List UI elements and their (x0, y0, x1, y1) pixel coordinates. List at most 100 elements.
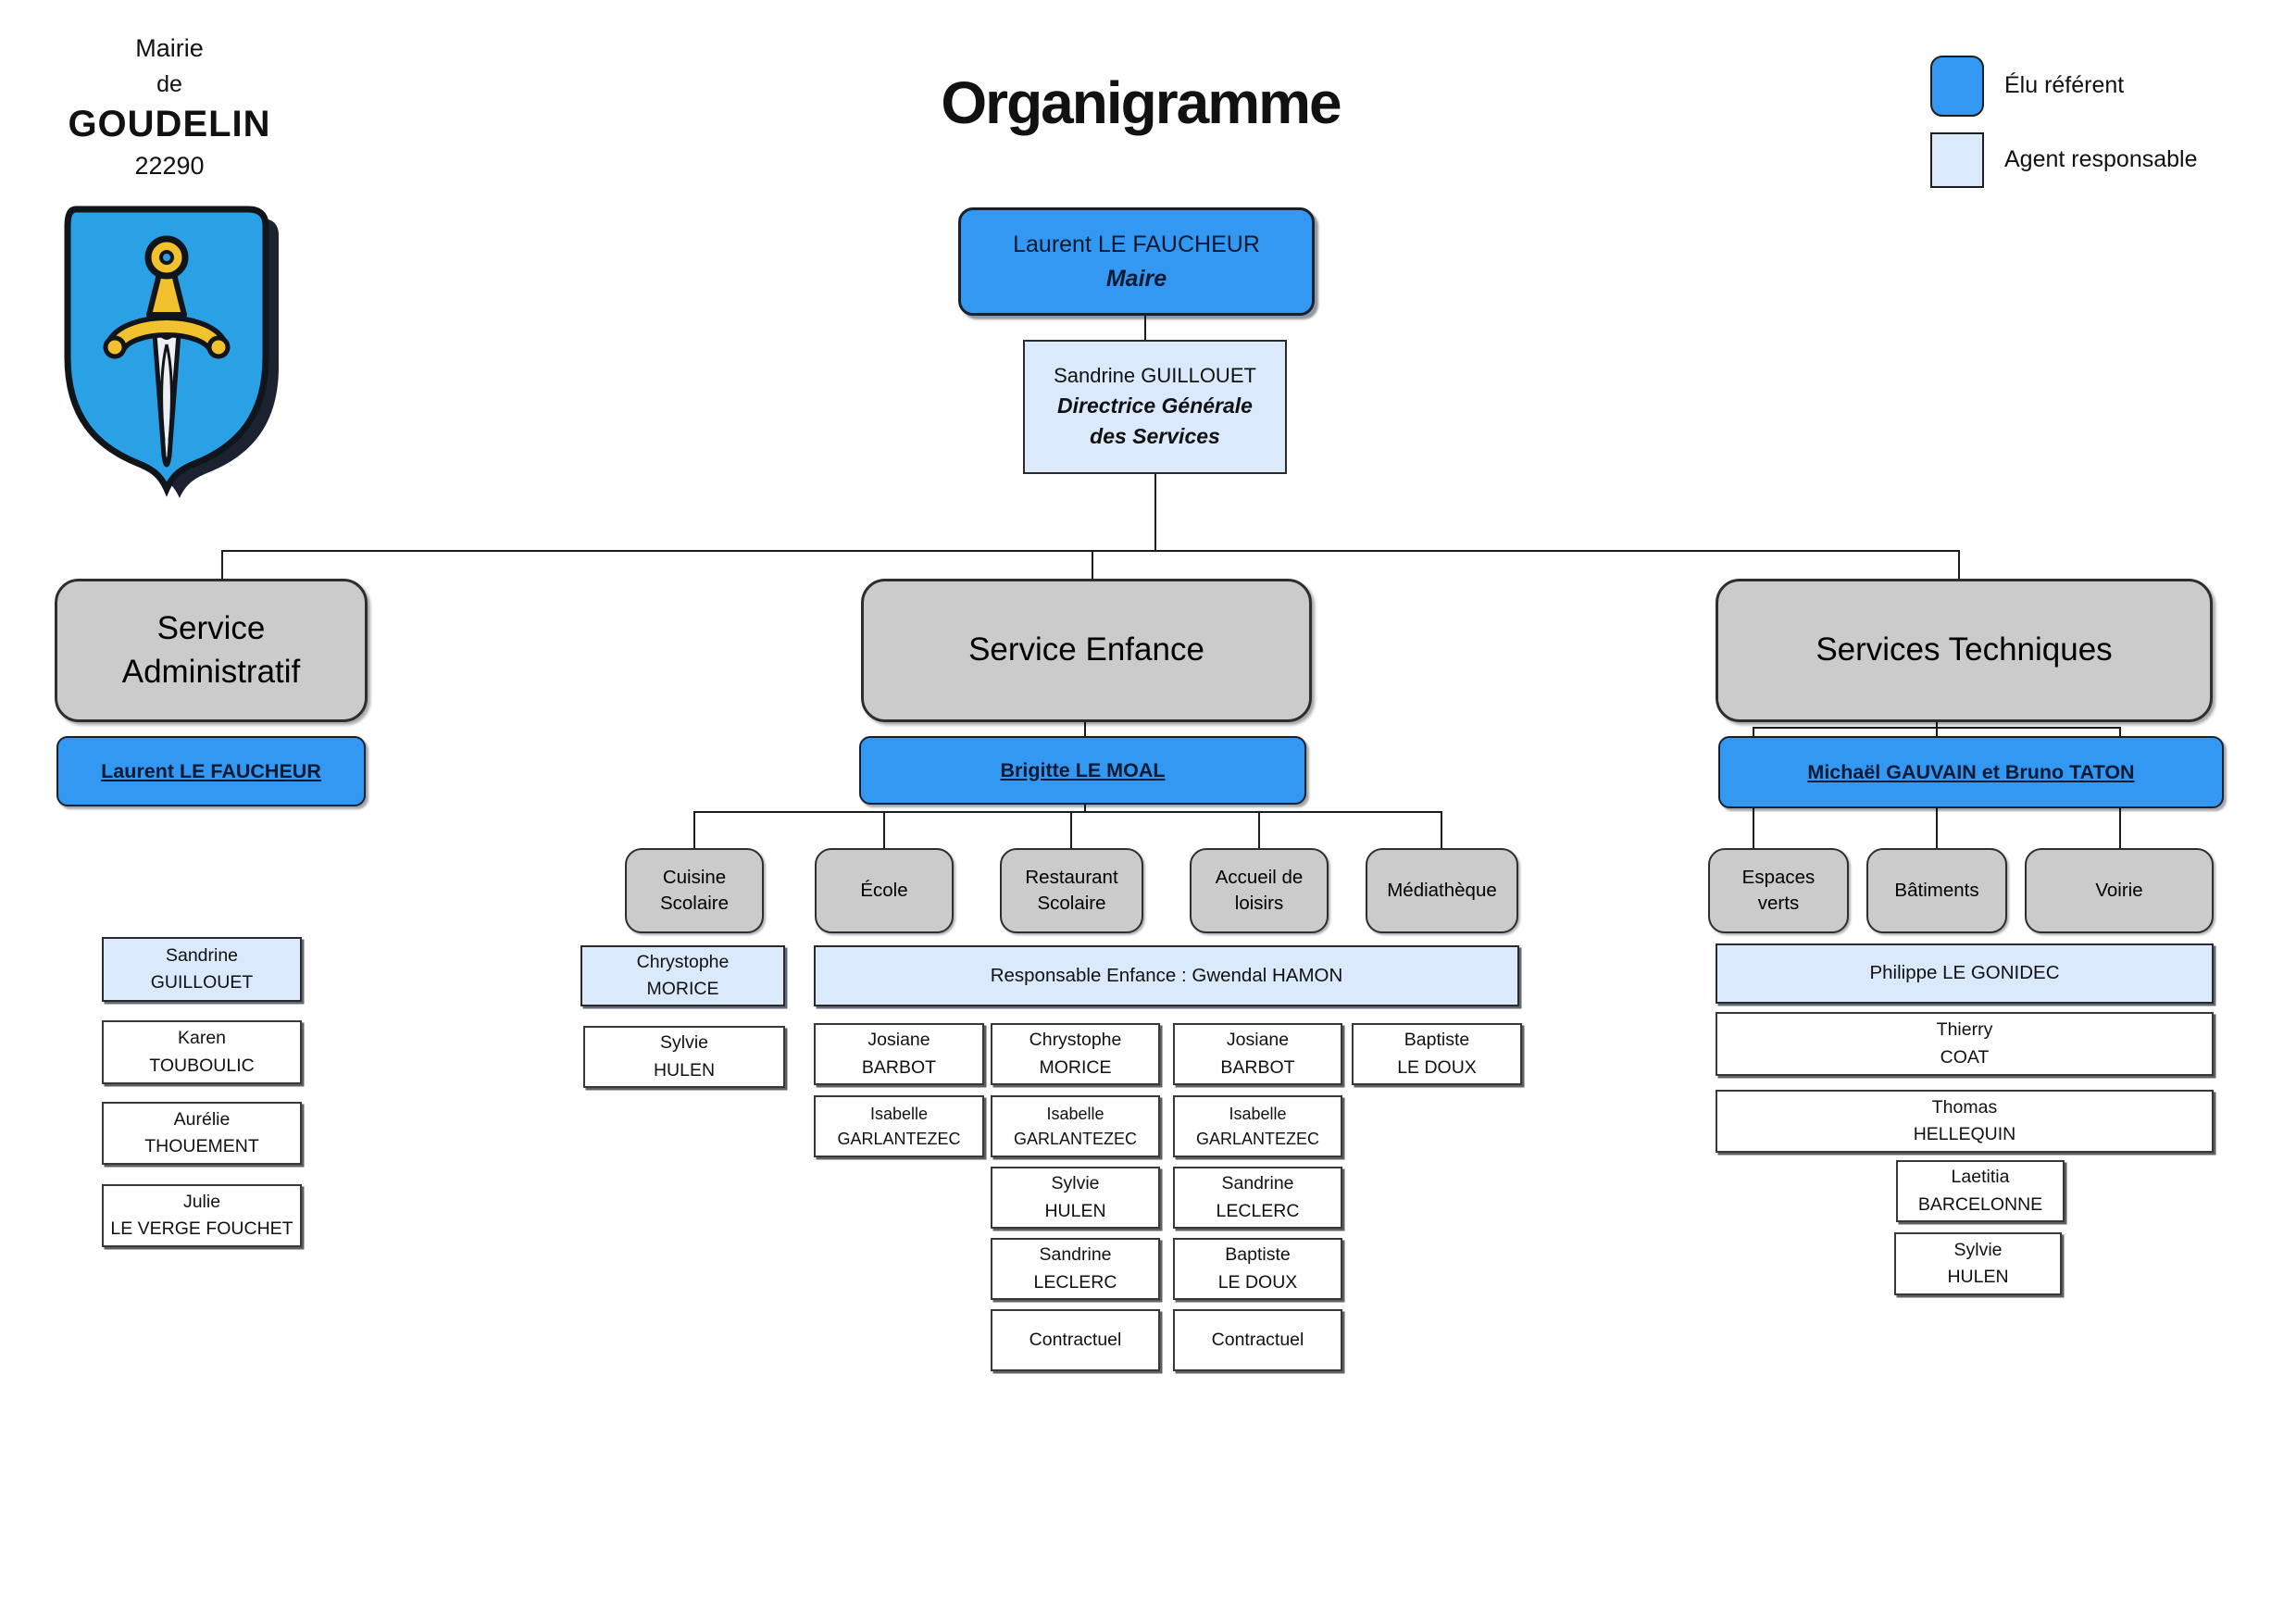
staff-first-name: Julie (182, 1191, 221, 1212)
staff-isabelle-garlantezec-accueil: Isabelle GARLANTEZEC (1173, 1095, 1342, 1157)
unit-espaces-verts: Espaces verts (1708, 848, 1849, 933)
responsable-enfance-label: Responsable Enfance : Gwendal HAMON (990, 964, 1343, 986)
staff-first-name: Laetitia (1951, 1167, 2010, 1188)
service-administratif-line1: Service (156, 610, 266, 647)
staff-chrystophe-morice-restaurant: Chrystophe MORICE (991, 1023, 1160, 1085)
staff-last-name: GARLANTEZEC (1013, 1129, 1138, 1148)
unit-batiments: Bâtiments (1866, 848, 2007, 933)
unit-line2: Scolaire (1037, 893, 1106, 914)
staff-label: Contractuel (1211, 1329, 1304, 1350)
staff-last-name: COAT (1940, 1046, 1990, 1068)
staff-laetitia-barcelonne: Laetitia BARCELONNE (1896, 1160, 2065, 1222)
staff-last-name: GUILLOUET (150, 972, 254, 993)
staff-last-name: LE VERGE FOUCHET (110, 1218, 293, 1239)
staff-last-name: GARLANTEZEC (1195, 1129, 1320, 1148)
connector-maire-dgs (1144, 316, 1146, 340)
goudelin-coat-of-arms-icon (64, 206, 279, 498)
staff-last-name: LECLERC (1216, 1200, 1300, 1221)
responsable-techniques-label: Philippe LE GONIDEC (1869, 962, 2060, 984)
unit-ecole: École (815, 848, 954, 933)
staff-last-name: LE DOUX (1397, 1056, 1477, 1078)
staff-first-name: Josiane (867, 1030, 930, 1051)
unit-mediatheque: Médiathèque (1366, 848, 1518, 933)
staff-last-name: LE DOUX (1217, 1271, 1298, 1293)
mairie-line1: Mairie (135, 34, 204, 62)
elu-techniques-box: Michaël GAUVAIN et Bruno TATON (1718, 736, 2224, 808)
unit-line2: Scolaire (659, 893, 730, 914)
maire-name: Laurent LE FAUCHEUR (1013, 231, 1260, 258)
elu-techniques-name: Michaël GAUVAIN et Bruno TATON (1807, 760, 2135, 783)
unit-line1: Cuisine (662, 866, 727, 888)
staff-first-name: Sylvie (659, 1032, 709, 1054)
staff-first-name: Baptiste (1225, 1244, 1291, 1266)
staff-first-name: Chrystophe (636, 951, 730, 972)
guard-curl-right (206, 335, 231, 359)
staff-last-name: HULEN (1947, 1267, 2009, 1287)
connector-drop-admin (221, 550, 223, 580)
mairie-name: GOUDELIN (68, 104, 271, 144)
staff-last-name: HELLEQUIN (1913, 1124, 2016, 1144)
connector-dgs-bus (1154, 473, 1156, 551)
connector-enfance-bus (693, 811, 1441, 813)
elu-administratif-name: Laurent LE FAUCHEUR (101, 759, 321, 782)
unit-line1: Voirie (2095, 879, 2143, 901)
connector-elu-bus2 (1084, 804, 1086, 812)
agent-responsable-enfance: Responsable Enfance : Gwendal HAMON (814, 945, 1519, 1006)
legend-agent-swatch (1930, 132, 1984, 188)
legend-agent-label: Agent responsable (2004, 146, 2198, 172)
unit-line1: Accueil de (1215, 866, 1304, 888)
staff-contractuel-restaurant: Contractuel (991, 1309, 1160, 1371)
staff-first-name: Sandrine (1221, 1173, 1294, 1194)
staff-first-name: Sandrine (165, 944, 239, 966)
elu-enfance-box: Brigitte LE MOAL (859, 736, 1306, 805)
connector-tech-bus (1753, 727, 2121, 729)
staff-thomas-hellequin: Thomas HELLEQUIN (1716, 1090, 2214, 1153)
unit-cuisine-scolaire: Cuisine Scolaire (625, 848, 764, 933)
staff-last-name: THOUEMENT (144, 1136, 259, 1156)
staff-last-name: TOUBOULIC (149, 1055, 255, 1076)
connector-drop-enfance (1092, 550, 1093, 580)
staff-first-name: Sandrine (1039, 1244, 1112, 1266)
dgs-role-line1: Directrice Générale (1057, 394, 1253, 418)
staff-first-name: Isabelle (1046, 1104, 1104, 1123)
mairie-line2: de (156, 71, 182, 97)
connector-main-bus (221, 550, 1960, 552)
dgs-name: Sandrine GUILLOUET (1054, 364, 1256, 388)
staff-karen-touboulic: Karen TOUBOULIC (102, 1020, 302, 1084)
unit-line1: Médiathèque (1387, 879, 1497, 901)
service-enfance-label: Service Enfance (968, 631, 1204, 668)
staff-sylvie-hulen-restaurant: Sylvie HULEN (991, 1167, 1160, 1229)
dgs-box: Sandrine GUILLOUET Directrice Générale d… (1023, 340, 1287, 474)
staff-josiane-barbot-accueil: Josiane BARBOT (1173, 1023, 1342, 1085)
staff-thierry-coat: Thierry COAT (1716, 1012, 2214, 1076)
mairie-postcode: 22290 (134, 152, 205, 180)
staff-last-name: HULEN (1044, 1200, 1106, 1221)
staff-last-name: BARBOT (1220, 1056, 1295, 1078)
unit-voirie: Voirie (2025, 848, 2214, 933)
unit-accueil-de-loisirs: Accueil de loisirs (1190, 848, 1329, 933)
staff-baptiste-le-doux-mediatheque: Baptiste LE DOUX (1352, 1023, 1522, 1085)
service-administratif-line2: Administratif (121, 653, 301, 690)
staff-first-name: Aurélie (173, 1108, 231, 1130)
unit-line1: École (860, 879, 908, 901)
staff-first-name: Chrystophe (1029, 1030, 1122, 1051)
unit-line2: verts (1757, 893, 1800, 914)
legend-elu-swatch (1930, 56, 1984, 117)
staff-first-name: Isabelle (1229, 1104, 1287, 1123)
staff-last-name: GARLANTEZEC (837, 1129, 961, 1148)
staff-first-name: Thomas (1931, 1096, 1998, 1118)
unit-line2: loisirs (1234, 893, 1284, 914)
sword-pommel-hole (159, 250, 174, 265)
staff-label: Contractuel (1029, 1329, 1122, 1350)
elu-administratif-box: Laurent LE FAUCHEUR (56, 736, 366, 806)
service-enfance-box: Service Enfance (861, 579, 1312, 722)
connector-drop-restaurant (1070, 811, 1072, 848)
staff-first-name: Sylvie (1953, 1239, 2003, 1260)
connector-drop-accueil (1258, 811, 1260, 848)
staff-sandrine-leclerc-restaurant: Sandrine LECLERC (991, 1238, 1160, 1300)
staff-sandrine-leclerc-accueil: Sandrine LECLERC (1173, 1167, 1342, 1229)
staff-first-name: Sylvie (1051, 1173, 1100, 1194)
services-techniques-label: Services Techniques (1816, 631, 2113, 668)
sword-blade (151, 319, 182, 468)
